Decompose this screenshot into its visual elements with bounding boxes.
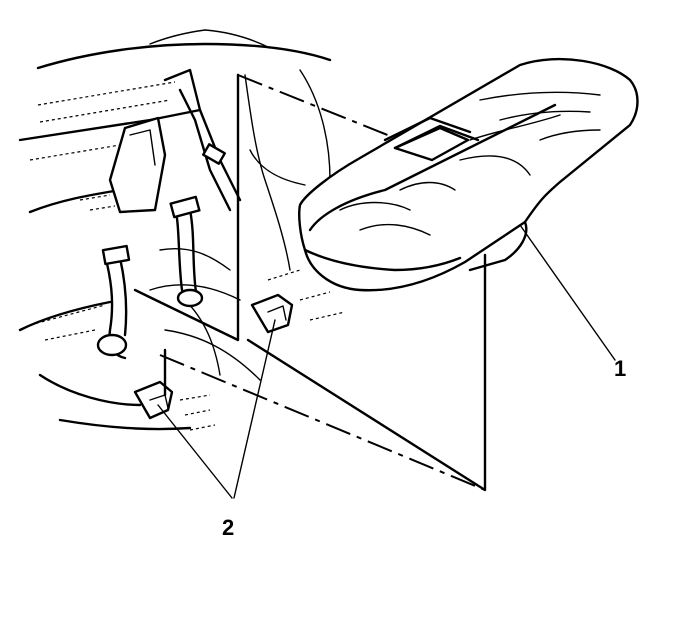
- callout-2: 2: [222, 515, 234, 540]
- leader-lines: [157, 224, 616, 499]
- cushion-retainer-right: [250, 293, 294, 334]
- callout-1: 1: [614, 356, 626, 381]
- seat-belt-assemblies: [96, 68, 242, 360]
- cushion-retainer-left: [133, 380, 174, 420]
- leader-line-2a: [157, 404, 233, 499]
- leader-line-1: [519, 224, 616, 361]
- rear-seat-cushion: [298, 57, 639, 292]
- alignment-frame: [133, 73, 487, 492]
- leader-line-2b: [233, 319, 276, 499]
